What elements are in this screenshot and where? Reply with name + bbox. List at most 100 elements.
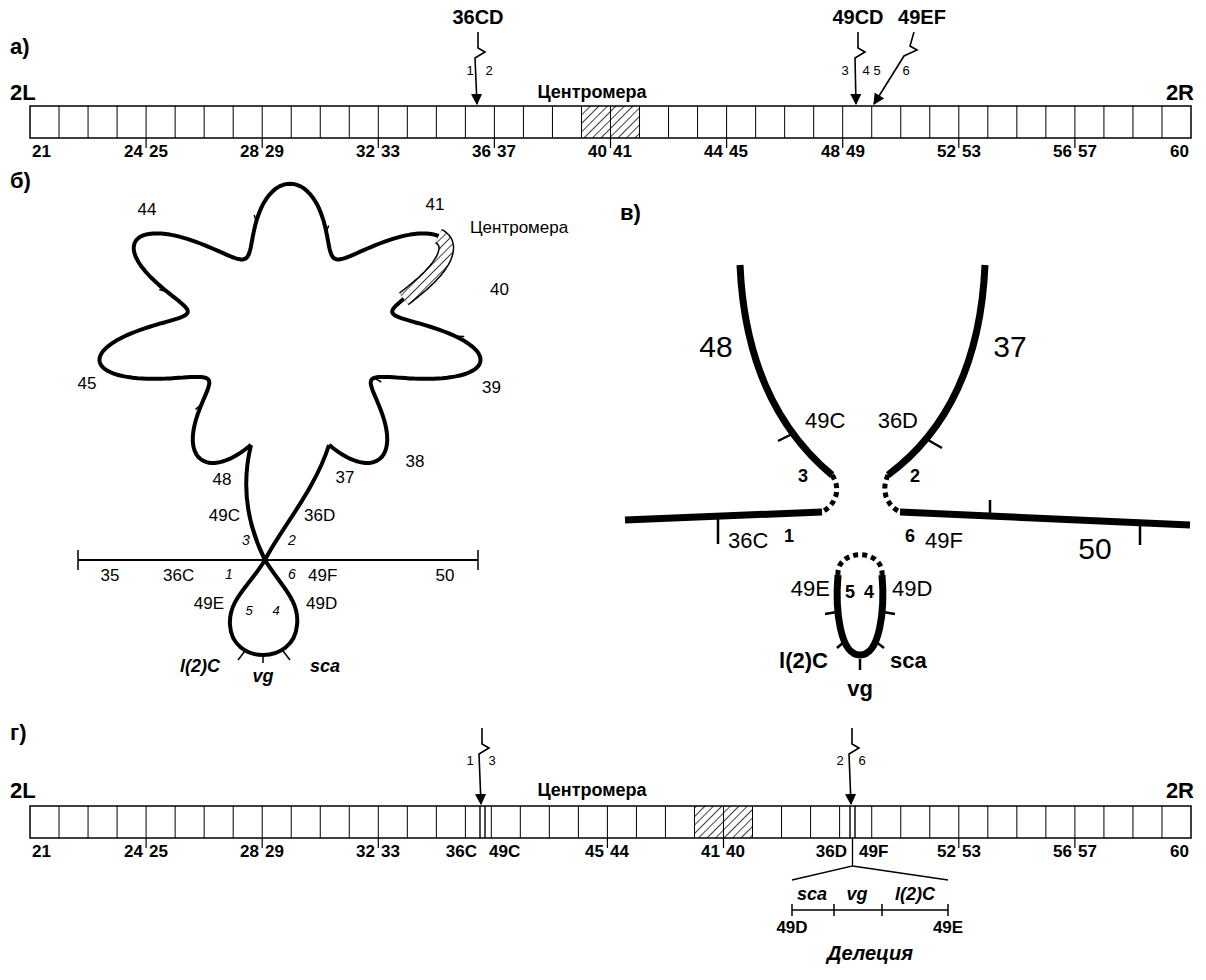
band-divider bbox=[958, 806, 959, 838]
map-label: 21 bbox=[32, 142, 51, 162]
map-label: Центромера bbox=[470, 218, 568, 238]
map-label: 57 bbox=[1078, 842, 1097, 862]
map-label: 52 bbox=[937, 142, 956, 162]
map-label: 48 bbox=[821, 142, 840, 162]
band-divider bbox=[987, 106, 988, 138]
map-label: 36D bbox=[304, 506, 335, 526]
band-divider bbox=[523, 106, 524, 138]
map-label: 49EF bbox=[898, 6, 946, 29]
map-label: 36CD bbox=[452, 6, 503, 29]
band-divider bbox=[549, 806, 550, 838]
map-label: Центромера bbox=[537, 82, 646, 103]
band-divider bbox=[1045, 106, 1046, 138]
map-label: 48 bbox=[699, 330, 732, 365]
deletion-bracket bbox=[792, 904, 948, 916]
map-label: 44 bbox=[138, 200, 157, 220]
map-label: г) bbox=[10, 720, 27, 745]
map-label: 32 bbox=[356, 842, 375, 862]
band-tick bbox=[262, 138, 263, 148]
map-label: l(2)C bbox=[779, 648, 828, 673]
band-divider bbox=[291, 806, 292, 838]
band-tick bbox=[718, 434, 1140, 670]
band-divider bbox=[552, 106, 553, 138]
map-label: 5 bbox=[873, 64, 880, 79]
band-tick bbox=[378, 138, 379, 148]
band-divider bbox=[1103, 106, 1104, 138]
map-label: 5 bbox=[845, 582, 855, 603]
map-label: 60 bbox=[1170, 142, 1189, 162]
band-divider bbox=[636, 806, 637, 838]
band-tick bbox=[254, 215, 256, 222]
band-divider bbox=[639, 106, 640, 138]
map-label: 36D bbox=[816, 842, 847, 862]
band-divider bbox=[204, 106, 205, 138]
map-label: 41 bbox=[701, 842, 720, 862]
zoom-lines bbox=[792, 838, 948, 880]
chromosome-arm bbox=[78, 559, 478, 561]
chromosome-bar-fill bbox=[30, 806, 1191, 838]
band-divider bbox=[233, 106, 234, 138]
map-label: 36 bbox=[472, 142, 491, 162]
map-label: 49D bbox=[306, 594, 337, 614]
map-label: 52 bbox=[937, 842, 956, 862]
band-divider bbox=[320, 806, 321, 838]
band-divider bbox=[781, 806, 782, 838]
band-tick bbox=[374, 378, 381, 382]
map-label: 24 bbox=[124, 142, 143, 162]
map-label: 2L bbox=[10, 778, 36, 803]
map-label: sca bbox=[890, 648, 927, 673]
band-divider bbox=[88, 806, 89, 838]
band-divider bbox=[784, 106, 785, 138]
map-label: 44 bbox=[610, 842, 629, 862]
centromere-outline bbox=[404, 236, 446, 299]
map-label: 36C bbox=[446, 842, 477, 862]
map-label: 53 bbox=[962, 142, 981, 162]
map-label: 25 bbox=[149, 142, 168, 162]
band-divider bbox=[900, 806, 901, 838]
breakpoint-line bbox=[479, 806, 480, 838]
map-label: 4 bbox=[272, 604, 279, 619]
break-arrow bbox=[475, 32, 485, 104]
map-label: 2R bbox=[1166, 80, 1194, 105]
map-label: б) bbox=[10, 168, 31, 193]
map-label: 40 bbox=[726, 842, 745, 862]
map-label: 49C bbox=[209, 506, 240, 526]
map-label: 29 bbox=[265, 842, 284, 862]
map-label: 49F bbox=[308, 566, 337, 586]
band-divider bbox=[842, 106, 843, 138]
centromere-hatch bbox=[581, 106, 639, 138]
map-label: 45 bbox=[729, 142, 748, 162]
band-divider bbox=[465, 806, 466, 838]
band-divider bbox=[1103, 806, 1104, 838]
band-divider bbox=[407, 106, 408, 138]
band-divider bbox=[378, 806, 379, 838]
map-label: 28 bbox=[240, 842, 259, 862]
map-label: 49F bbox=[859, 842, 888, 862]
map-label: 1 bbox=[466, 754, 473, 769]
map-label: 41 bbox=[426, 195, 445, 215]
map-label: 2 bbox=[485, 64, 492, 79]
band-tick bbox=[958, 838, 959, 848]
map-label: 21 bbox=[32, 842, 51, 862]
band-tick bbox=[146, 838, 147, 848]
map-label: 37 bbox=[993, 330, 1026, 365]
band-divider bbox=[1045, 806, 1046, 838]
map-label: 3 bbox=[242, 532, 250, 548]
band-divider bbox=[929, 106, 930, 138]
map-label: 50 bbox=[1078, 532, 1111, 567]
break-junction bbox=[822, 475, 837, 512]
map-label: 49D bbox=[776, 918, 807, 938]
breakpoint-line bbox=[849, 806, 850, 838]
band-tick bbox=[146, 138, 147, 148]
break-junction bbox=[885, 475, 900, 512]
map-label: а) bbox=[10, 34, 30, 59]
band-divider bbox=[465, 106, 466, 138]
map-label: 48 bbox=[213, 470, 232, 490]
band-tick bbox=[378, 838, 379, 848]
map-label: 1 bbox=[784, 526, 794, 547]
breakpoint-line bbox=[854, 806, 855, 838]
band-divider bbox=[262, 806, 263, 838]
map-label: 60 bbox=[1170, 842, 1189, 862]
map-label: l(2)C bbox=[895, 884, 935, 905]
band-tick bbox=[455, 335, 464, 337]
